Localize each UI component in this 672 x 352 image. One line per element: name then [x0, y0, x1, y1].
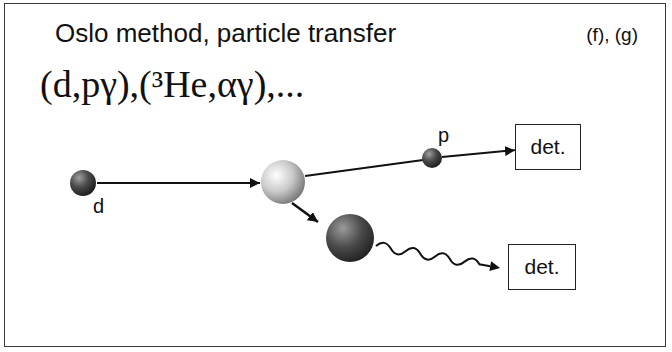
detector-box: det.	[508, 244, 576, 290]
particle-track-arrow	[442, 150, 515, 157]
proton-ball: p	[422, 148, 442, 168]
diagram-title: Oslo method, particle transfer	[55, 18, 396, 49]
recoil-arrow	[292, 203, 318, 222]
particle-label: p	[438, 124, 449, 147]
detector-label: det.	[530, 135, 565, 159]
gamma-ray	[375, 241, 501, 273]
panel-reference: (f), (g)	[586, 24, 638, 46]
detector-label: det.	[524, 255, 559, 279]
detector-box: det.	[515, 124, 581, 170]
target-nucleus	[261, 160, 305, 204]
particle-label: d	[93, 195, 104, 218]
ball-shape	[70, 170, 96, 196]
ejectile-track	[305, 160, 423, 176]
deuteron-ball: d	[70, 170, 96, 196]
residual-nucleus	[326, 214, 374, 262]
outer-frame	[4, 3, 666, 347]
beam-arrow	[97, 182, 260, 184]
reaction-formula: (d,pγ),(³He,αγ),...	[40, 62, 304, 106]
ball-shape	[422, 148, 442, 168]
